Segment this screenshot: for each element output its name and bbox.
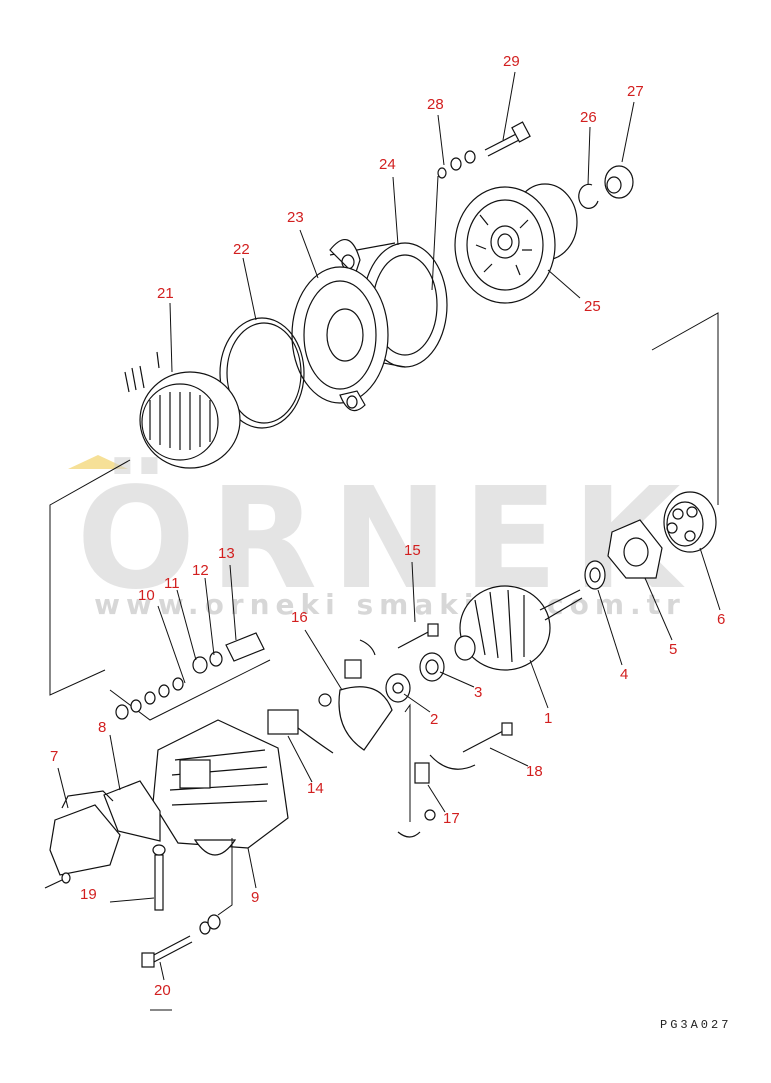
part-7-regulator (49, 790, 121, 876)
watermark-text: ÖRNEK (76, 458, 695, 621)
callout-14: 14 (307, 780, 324, 797)
assembly-leaders (49, 175, 719, 696)
part-14-connector (267, 693, 334, 754)
part-5-plate (607, 519, 663, 579)
part-25-fan (454, 183, 578, 304)
callout-3: 3 (474, 684, 483, 701)
callout-28: 28 (427, 96, 444, 113)
part-23-housing (291, 266, 389, 412)
callout-6: 6 (717, 611, 726, 628)
callout-leaders (57, 71, 721, 1011)
callout-18: 18 (526, 763, 543, 780)
part-3-ring (419, 652, 445, 682)
part-28-washers (437, 150, 476, 179)
callout-10: 10 (138, 587, 155, 604)
part-1-rotor (454, 585, 583, 671)
callout-20: 20 (154, 982, 171, 999)
part-17-clip (397, 703, 436, 838)
callout-16: 16 (291, 609, 308, 626)
part-2-bearing (385, 673, 411, 703)
callout-13: 13 (218, 545, 235, 562)
part-27-nut (604, 165, 634, 199)
callout-19: 19 (80, 886, 97, 903)
watermark-logo-mark (68, 455, 128, 469)
part-8-gasket (103, 780, 161, 842)
part-15-bolt (397, 623, 439, 649)
part-16-plate (338, 639, 393, 751)
callout-21: 21 (157, 285, 174, 302)
callout-7: 7 (50, 748, 59, 765)
part-26-washer (578, 183, 599, 209)
part-22-ring (219, 317, 305, 429)
watermark-url: www.orneki smakine.com.tr (94, 588, 686, 621)
drawing-code: PG3A027 (660, 1018, 732, 1032)
callout-4: 4 (620, 666, 629, 683)
part-18-bolt (429, 722, 513, 770)
part-29-bolt (484, 121, 531, 157)
callout-29: 29 (503, 53, 520, 70)
callout-2: 2 (430, 711, 439, 728)
callout-8: 8 (98, 719, 107, 736)
callout-15: 15 (404, 542, 421, 559)
part-9-rear-housing (152, 719, 289, 856)
callout-5: 5 (669, 641, 678, 658)
callout-24: 24 (379, 156, 396, 173)
callout-23: 23 (287, 209, 304, 226)
part-4-collar (584, 560, 606, 590)
part-20-bolt (141, 838, 233, 968)
callout-22: 22 (233, 241, 250, 258)
parts-10-13-stack (109, 632, 271, 721)
part-19-pin (44, 844, 166, 911)
callout-26: 26 (580, 109, 597, 126)
part-6-bearing (663, 491, 717, 553)
callout-17: 17 (443, 810, 460, 827)
callout-27: 27 (627, 83, 644, 100)
callout-9: 9 (251, 889, 260, 906)
callout-11: 11 (164, 575, 180, 592)
callout-1: 1 (544, 710, 553, 727)
callout-12: 12 (192, 562, 209, 579)
callout-25: 25 (584, 298, 601, 315)
part-21-stator (124, 351, 241, 469)
